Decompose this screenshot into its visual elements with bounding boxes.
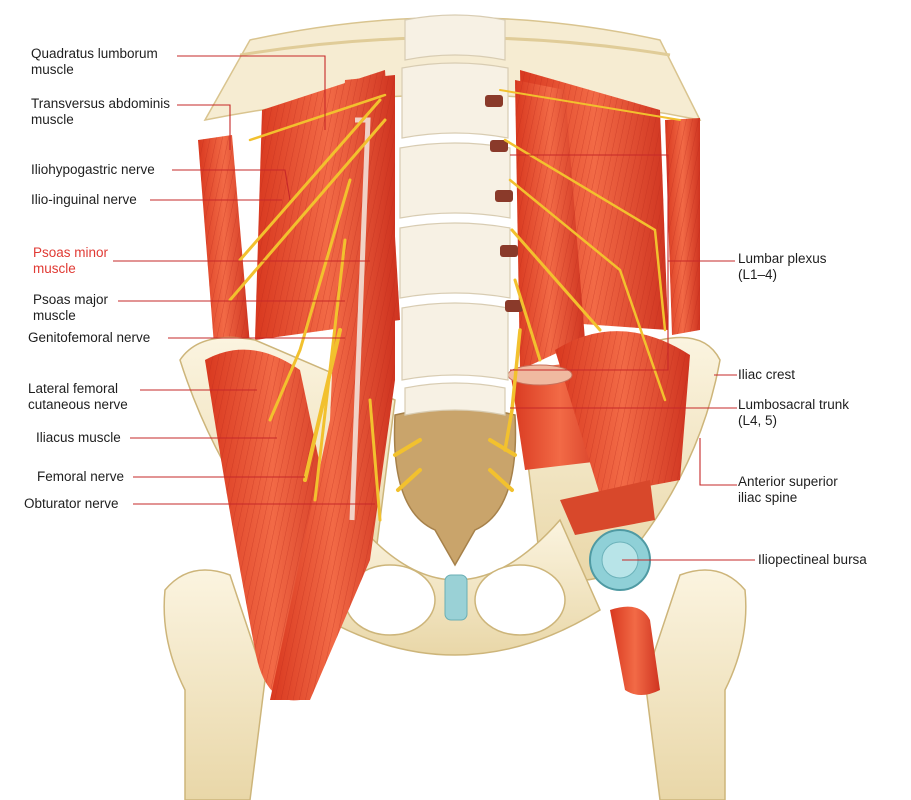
label-line: muscle bbox=[31, 112, 74, 127]
psoas-major-muscle bbox=[270, 75, 395, 700]
label-psoas-minor: Psoas minor muscle bbox=[33, 245, 108, 277]
label-line: Ilio-inguinal nerve bbox=[31, 192, 137, 207]
label-femoral-nerve: Femoral nerve bbox=[37, 469, 124, 485]
label-quadratus-lumborum: Quadratus lumborum muscle bbox=[31, 46, 158, 78]
leader-lines bbox=[113, 55, 755, 561]
label-line: muscle bbox=[31, 62, 74, 77]
label-line: Obturator nerve bbox=[24, 496, 119, 511]
label-anterior-superior-iliac-spine: Anterior superior iliac spine bbox=[738, 474, 838, 506]
label-iliopectineal-bursa: Iliopectineal bursa bbox=[758, 552, 867, 568]
label-iliacus-muscle: Iliacus muscle bbox=[36, 430, 121, 446]
label-line: muscle bbox=[33, 308, 76, 323]
label-ilio-inguinal-nerve: Ilio-inguinal nerve bbox=[31, 192, 137, 208]
label-line: iliac spine bbox=[738, 490, 798, 505]
label-obturator-nerve: Obturator nerve bbox=[24, 496, 119, 512]
label-line: Femoral nerve bbox=[37, 469, 125, 484]
label-line: Transversus abdominis bbox=[31, 96, 171, 111]
label-line: Iliacus muscle bbox=[36, 430, 121, 445]
label-lumbar-plexus: Lumbar plexus (L1–4) bbox=[738, 251, 827, 283]
label-line: Psoas minor bbox=[33, 245, 109, 260]
label-line: muscle bbox=[33, 261, 76, 276]
label-line: Lateral femoral bbox=[28, 381, 119, 396]
label-line: (L1–4) bbox=[738, 267, 778, 282]
label-iliac-crest: Iliac crest bbox=[738, 367, 795, 383]
nerves bbox=[228, 89, 681, 522]
label-line: Lumbosacral trunk bbox=[738, 397, 850, 412]
label-line: Psoas major bbox=[33, 292, 109, 307]
label-genitofemoral-nerve: Genitofemoral nerve bbox=[28, 330, 150, 346]
iliopectineal-bursa bbox=[589, 529, 651, 591]
label-iliohypogastric-nerve: Iliohypogastric nerve bbox=[31, 162, 155, 178]
label-line: Genitofemoral nerve bbox=[28, 330, 151, 345]
right-psoas-cut bbox=[507, 80, 690, 695]
label-line: Iliohypogastric nerve bbox=[31, 162, 155, 177]
label-line: Iliac crest bbox=[738, 367, 796, 382]
label-lateral-femoral-cutaneous-nerve: Lateral femoral cutaneous nerve bbox=[28, 381, 128, 413]
label-line: cutaneous nerve bbox=[28, 397, 128, 412]
femurs bbox=[163, 569, 747, 800]
label-line: Iliopectineal bursa bbox=[758, 552, 867, 567]
label-transversus-abdominis: Transversus abdominis muscle bbox=[31, 96, 170, 128]
label-line: Anterior superior bbox=[738, 474, 838, 489]
label-line: (L4, 5) bbox=[738, 413, 778, 428]
label-psoas-major: Psoas major muscle bbox=[33, 292, 108, 324]
sacrum bbox=[393, 406, 517, 567]
label-line: Quadratus lumborum bbox=[31, 46, 158, 61]
label-lumbosacral-trunk: Lumbosacral trunk (L4, 5) bbox=[738, 397, 849, 429]
label-line: Lumbar plexus bbox=[738, 251, 827, 266]
lumbar-vertebrae bbox=[399, 14, 523, 416]
